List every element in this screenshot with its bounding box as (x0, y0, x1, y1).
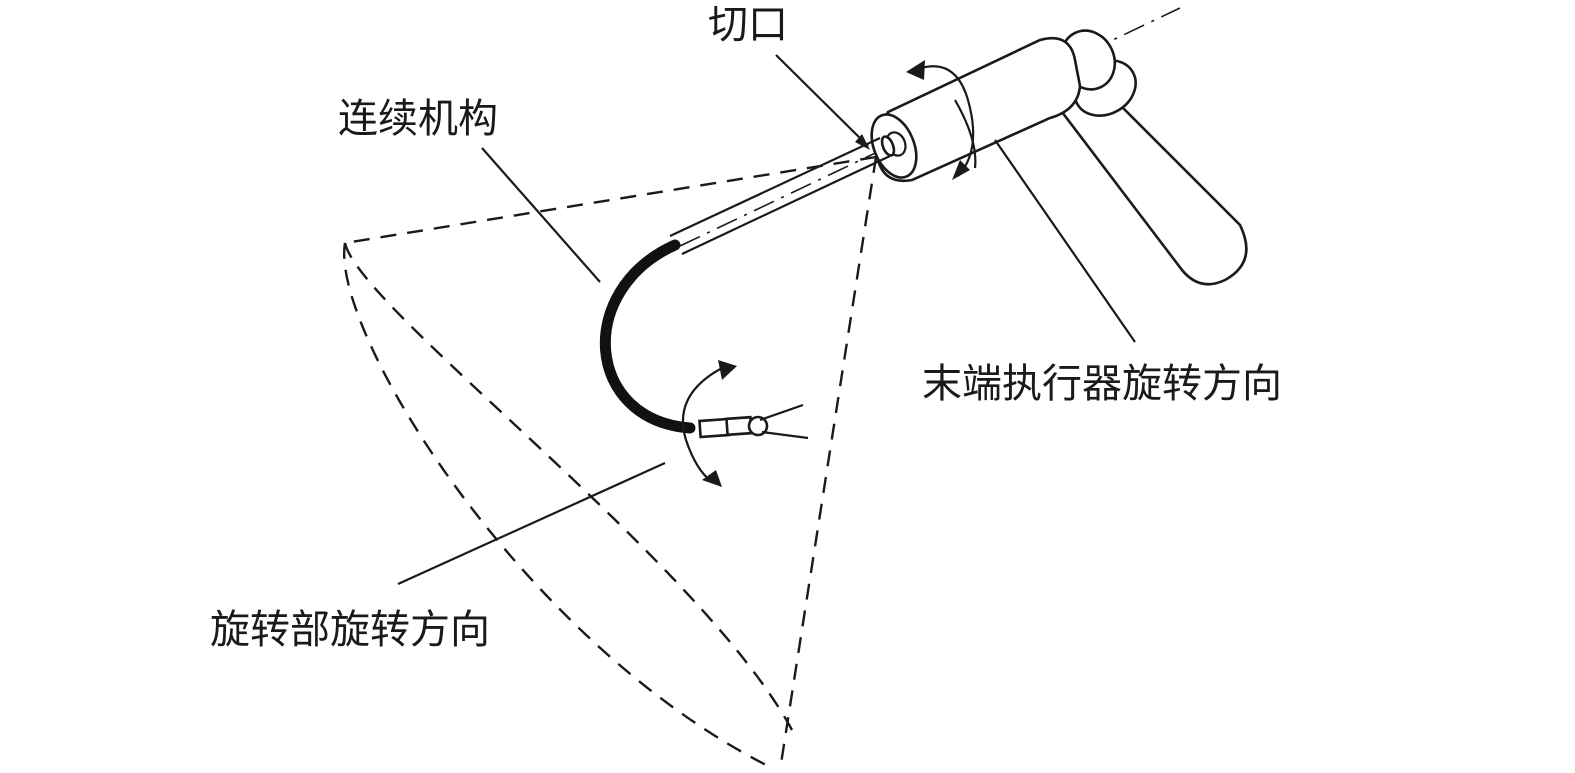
arrowhead-icon (702, 470, 722, 487)
leader-line-end-effector (994, 139, 1136, 343)
gripper (698, 403, 809, 440)
label-incision: 切口 (708, 2, 788, 48)
leader-line-incision (775, 54, 869, 147)
end-effector-rotation-arrow (906, 60, 975, 180)
arrowhead-icon (718, 360, 737, 380)
rotating-part-rotation-arrow (681, 360, 737, 487)
main-cylinder (872, 36, 1082, 183)
workspace-cone (342, 155, 878, 771)
continuum-mechanism (599, 239, 696, 434)
arrowhead-icon (952, 160, 970, 180)
instrument-shaft (669, 135, 896, 255)
label-rotating-part-rotation: 旋转部旋转方向 (210, 607, 490, 653)
arrowhead-icon (906, 60, 925, 80)
leader-line-continuum (481, 147, 601, 283)
label-end-effector-rotation: 末端执行器旋转方向 (922, 361, 1282, 407)
label-continuum-mechanism: 连续机构 (338, 96, 498, 142)
instrument-handle (870, 29, 1248, 286)
leader-line-rotating-part (397, 461, 666, 586)
leader-arrow-icon (855, 134, 870, 150)
handle-grip (1060, 73, 1248, 286)
